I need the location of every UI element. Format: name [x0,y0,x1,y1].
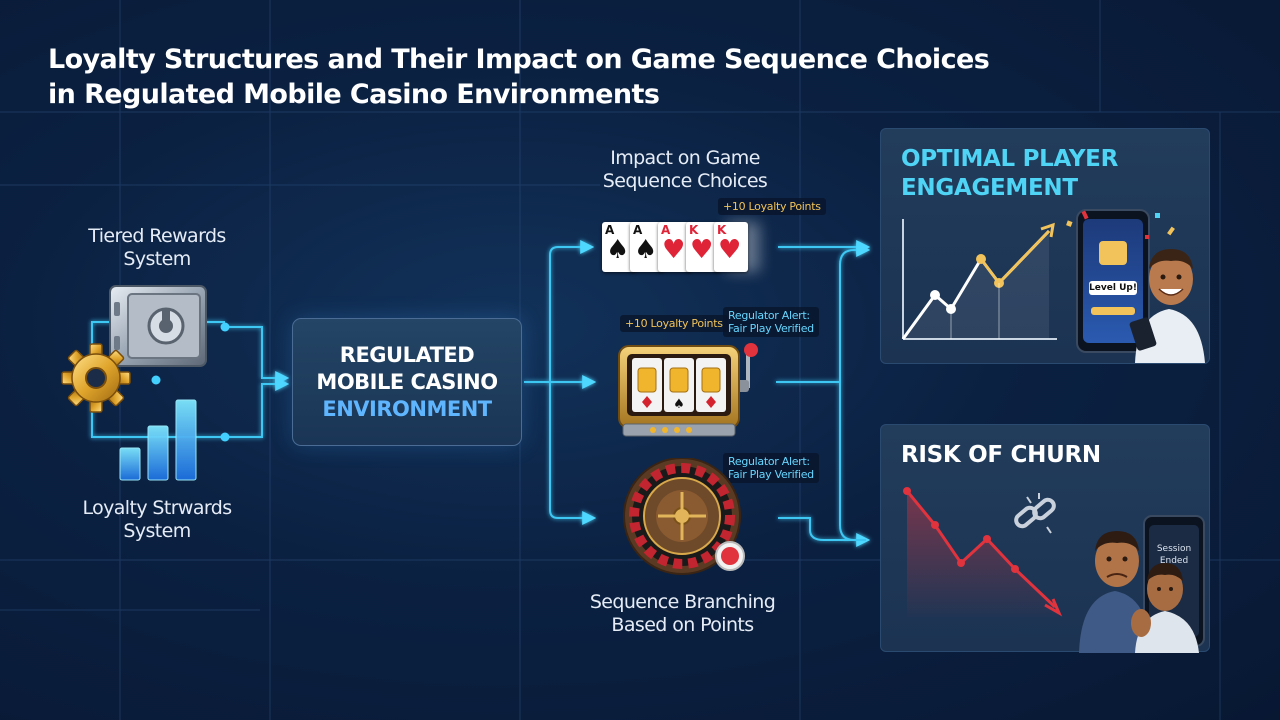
regulated-environment-box: REGULATED MOBILE CASINO ENVIRONMENT [292,318,522,446]
falling-line-chart-icon [903,487,1063,617]
roulette-wheel-icon [623,458,745,575]
tiered-rewards-label: Tiered Rewards System [88,225,226,270]
coin-icon [1099,241,1127,265]
broken-link-icon [1014,493,1056,534]
card-5: K ♥ [714,222,748,272]
slot-loyalty-badge: +10 Loyalty Points [620,315,728,332]
page-title: Loyalty Structures and Their Impact on G… [48,42,1148,112]
rising-line-chart-icon [901,219,1057,340]
center-line-3: ENVIRONMENT [322,396,492,421]
loyalty-system-label: Loyalty Strwards System [82,497,232,542]
sequence-branching-label: Sequence Branching Based on Points [589,591,776,636]
vault-icon [109,285,207,367]
title-line-2: in Regulated Mobile Casino Environments [48,79,660,110]
roulette-regulator-badge: Regulator Alert: Fair Play Verified [723,453,819,483]
confetti-icon [1066,210,1175,239]
svg-text:♠: ♠ [673,397,685,412]
churn-title: RISK OF CHURN [901,442,1101,468]
center-line-2: MOBILE CASINO [316,369,498,394]
engagement-phone: Level Up! [1076,209,1150,353]
happy-player-icon [1129,249,1205,363]
title-line-1: Loyalty Structures and Their Impact on G… [48,44,990,75]
bar-chart-icon [119,399,197,481]
churn-risk-panel: RISK OF CHURN Session Ended [880,424,1210,653]
optimal-engagement-panel: OPTIMAL PLAYER ENGAGEMENT Level Up! [880,128,1210,364]
gear-icon [61,343,131,413]
center-line-1: REGULATED [339,342,475,367]
phone-progress-bar [1091,307,1135,315]
playing-cards-icon: A ♠ A ♠ A ♥ K ♥ K ♥ [600,220,770,276]
cards-loyalty-badge: +10 Loyalty Points [718,198,826,215]
level-up-text: Level Up! [1089,281,1137,295]
engagement-title: OPTIMAL PLAYER ENGAGEMENT [901,146,1118,201]
frustrated-players-icon [1079,531,1199,653]
slot-machine-icon: ♠ [618,343,758,437]
game-sequence-header: Impact on Game Sequence Choices [602,147,768,192]
slot-regulator-badge: Regulator Alert: Fair Play Verified [723,307,819,337]
